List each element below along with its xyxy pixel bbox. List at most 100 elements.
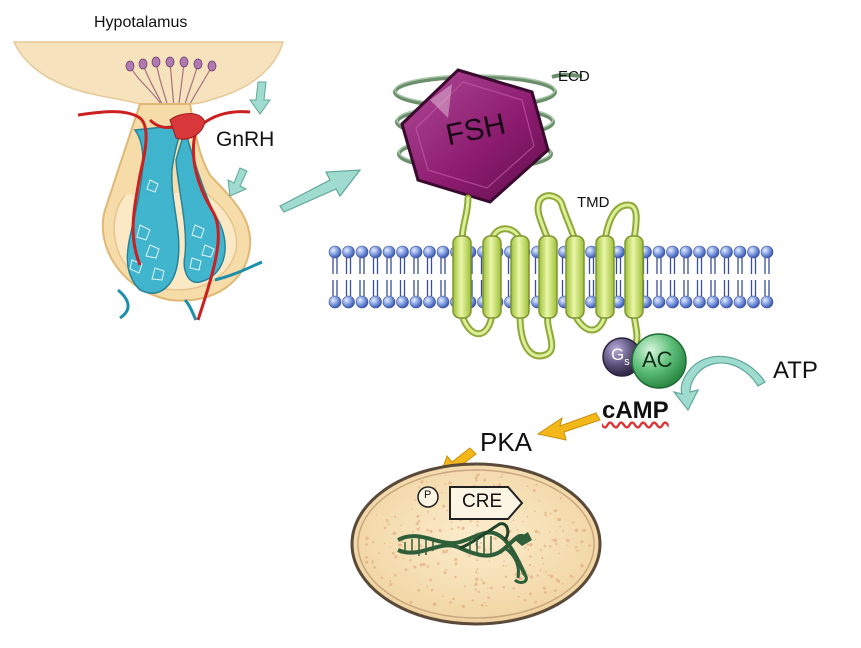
chromatin-speckle (385, 518, 389, 522)
chromatin-speckle (471, 599, 473, 602)
chromatin-speckle (533, 566, 535, 568)
chromatin-speckle (572, 576, 574, 579)
chromatin-speckle (542, 562, 545, 565)
chromatin-speckle (497, 483, 502, 487)
chromatin-speckle (461, 526, 465, 531)
lipid-tail (413, 280, 419, 296)
lipid-head (328, 245, 342, 259)
chromatin-speckle (565, 538, 570, 543)
lipid-head (355, 295, 369, 309)
chromatin-speckle (529, 542, 533, 547)
chromatin-speckle (534, 539, 536, 541)
chromatin-speckle (502, 564, 505, 567)
chromatin-speckle (526, 515, 529, 518)
lipid-tail (359, 280, 365, 296)
atp-label: ATP (773, 357, 818, 384)
gs-label-sub: s (624, 356, 630, 368)
chromatin-speckle (474, 577, 479, 582)
chromatin-speckle (411, 508, 413, 510)
chromatin-speckle (469, 519, 473, 523)
chromatin-speckle (365, 543, 368, 546)
chromatin-speckle (409, 600, 413, 604)
chromatin-speckle (474, 582, 478, 586)
adenylyl-cyclase (631, 333, 687, 389)
chromatin-speckle (429, 578, 433, 582)
hypothalamus-illustration (12, 41, 284, 321)
chromatin-speckle (559, 497, 562, 500)
chromatin-speckle (373, 565, 377, 569)
lipid-head (423, 295, 436, 309)
lipid-tail (696, 280, 703, 296)
chromatin-speckle (588, 544, 592, 548)
chromatin-speckle (415, 522, 419, 526)
phosphate-circle (417, 486, 439, 508)
chromatin-speckle (519, 572, 523, 576)
chromatin-speckle (475, 474, 479, 477)
chromatin-speckle (400, 524, 403, 527)
chromatin-speckle (501, 473, 504, 476)
transmembrane-helix (565, 235, 585, 319)
chromatin-speckle (514, 572, 518, 576)
chromatin-speckle (409, 559, 412, 562)
chromatin-speckle (476, 524, 479, 527)
chromatin-speckle (477, 572, 479, 575)
chromatin-speckle (568, 539, 570, 542)
chromatin-speckle (474, 570, 478, 573)
lipid-tail (669, 258, 676, 274)
chromatin-speckle (387, 523, 390, 526)
chromatin-speckle (489, 543, 491, 545)
chromatin-speckle (581, 529, 584, 532)
chromatin-speckle (442, 504, 446, 508)
chromatin-speckle (454, 562, 458, 566)
chromatin-speckle (534, 510, 536, 512)
chromatin-speckle (416, 527, 420, 531)
lipid-tail (413, 258, 419, 274)
chromatin-speckle (426, 585, 429, 587)
lipid-tail (710, 280, 716, 296)
chromatin-speckle (554, 589, 557, 593)
chromatin-speckle (364, 555, 368, 559)
chromatin-speckle (420, 514, 422, 517)
chromatin-speckle (577, 549, 579, 551)
chromatin-speckle (404, 568, 408, 572)
chromatin-speckle (375, 513, 378, 516)
lipid-head (760, 245, 774, 259)
lipid-tail (750, 258, 757, 274)
chromatin-speckle (551, 538, 554, 541)
chromatin-speckle (559, 525, 561, 528)
lipid-head (652, 295, 666, 309)
chromatin-speckle (544, 511, 547, 515)
chromatin-speckle (543, 544, 547, 548)
chromatin-speckle (452, 597, 455, 601)
lipid-tail (345, 280, 352, 296)
lipid-tail (372, 258, 379, 274)
chromatin-speckle (529, 592, 533, 596)
chromatin-speckle (425, 480, 428, 483)
chromatin-speckle (445, 568, 447, 571)
lipid-tail (737, 280, 743, 296)
lipid-tail (588, 280, 595, 296)
lipid-head (666, 295, 679, 309)
chromatin-speckle (539, 549, 542, 552)
chromatin-speckle (433, 517, 436, 520)
chromatin-speckle (446, 509, 449, 512)
lipid-tail (764, 258, 770, 274)
chromatin-speckle (569, 574, 573, 578)
chromatin-speckle (463, 585, 466, 588)
lipid-tail (642, 258, 649, 274)
lipid-tail (372, 280, 379, 296)
lipid-tail (332, 280, 338, 296)
chromatin-speckle (493, 484, 495, 486)
chromatin-speckle (516, 529, 519, 531)
chromatin-speckle (468, 554, 471, 558)
chromatin-speckle (417, 519, 421, 523)
chromatin-speckle (477, 590, 481, 594)
chromatin-speckle (429, 529, 433, 534)
chromatin-speckle (476, 520, 479, 523)
chromatin-speckle (538, 500, 540, 502)
chromatin-speckle (380, 576, 383, 580)
lipid-head (693, 245, 706, 259)
chromatin-speckle (525, 570, 527, 572)
lipid-tail (642, 280, 649, 296)
